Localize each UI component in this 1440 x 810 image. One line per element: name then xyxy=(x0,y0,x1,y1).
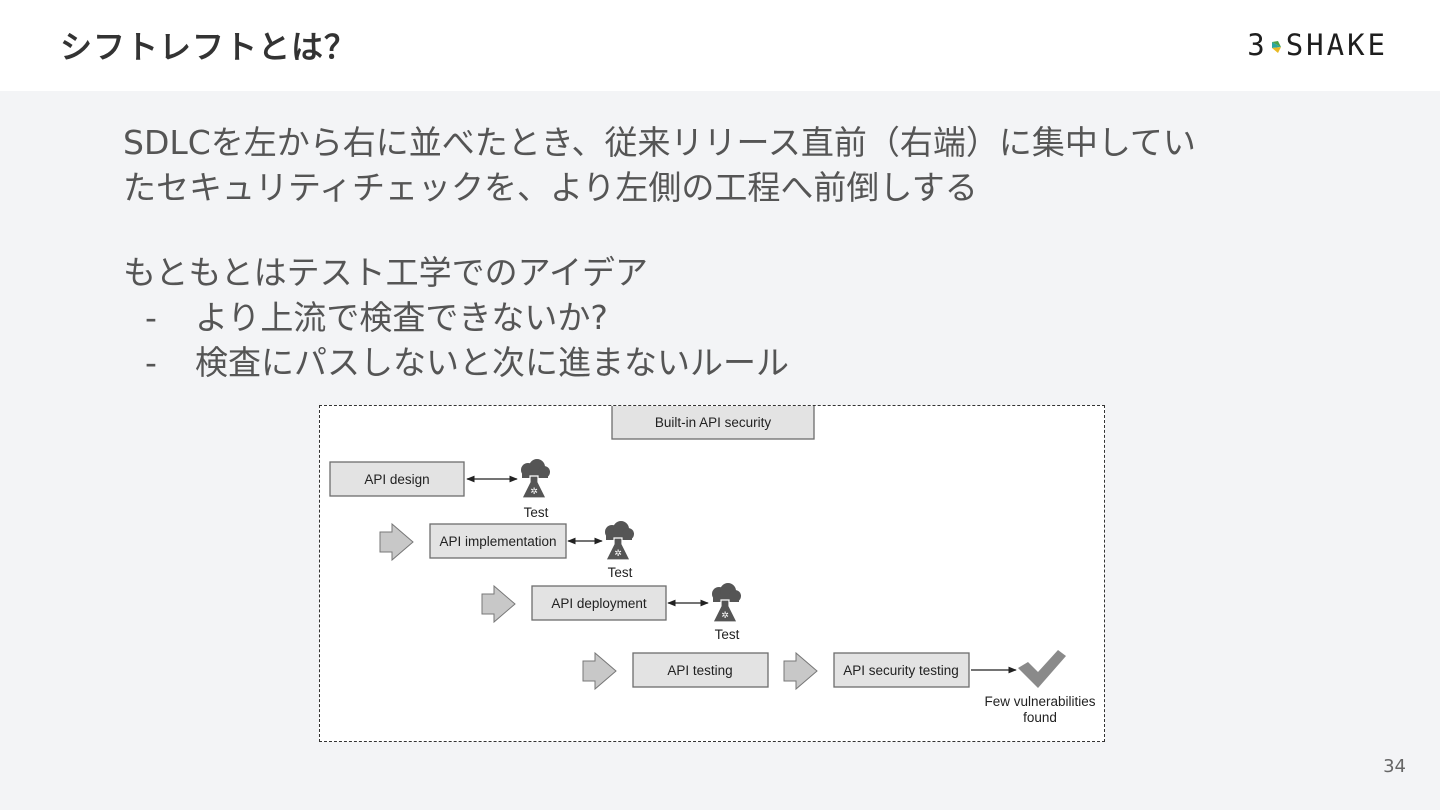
test-label: Test xyxy=(608,565,633,580)
page-number: 34 xyxy=(1383,756,1406,777)
bullet-text: より上流で検査できないか? xyxy=(195,298,608,337)
step-label: API security testing xyxy=(843,663,959,678)
result-line-1: Few vulnerabilities xyxy=(984,694,1095,709)
logo-number: 3 xyxy=(1247,28,1268,62)
slide-title: シフトレフトとは？ xyxy=(60,28,358,66)
step-api-testing: API testing xyxy=(632,652,769,688)
checkmark-icon xyxy=(1018,650,1066,688)
diagram-canvas: ✲ Built-in API security API design Test … xyxy=(329,406,1096,725)
slide-body: SDLCを左から右に並べたとき、従来リリース直前（右端）に集中してい たセキュリ… xyxy=(123,120,1343,385)
bullet-item: - 検査にパスしないと次に進まないルール xyxy=(123,340,1343,385)
test-label: Test xyxy=(524,505,549,520)
definition-line-1: SDLCを左から右に並べたとき、従来リリース直前（右端）に集中してい xyxy=(123,123,1196,162)
test-flask-icon xyxy=(604,520,635,561)
step-api-design: API design xyxy=(329,461,465,497)
logo-wordmark: SHAKE xyxy=(1285,28,1388,62)
test-label: Test xyxy=(715,627,740,642)
flow-arrow-icon xyxy=(379,522,414,562)
step-label: API deployment xyxy=(551,596,647,611)
test-flask-icon xyxy=(520,458,551,499)
bullet-dash: - xyxy=(145,298,157,337)
step-api-implementation: API implementation xyxy=(429,523,567,559)
slide-header: シフトレフトとは？ 3 SHAKE xyxy=(0,0,1440,91)
bullet-dash: - xyxy=(145,343,157,382)
flow-arrow-icon xyxy=(481,584,516,624)
shift-left-diagram: ✲ Built-in API security API design Test … xyxy=(319,405,1105,742)
built-in-security-label: Built-in API security xyxy=(655,415,772,430)
test-flask-icon xyxy=(711,582,742,623)
step-label: API testing xyxy=(667,663,732,678)
flow-arrow-icon xyxy=(783,651,818,691)
bullet-item: - より上流で検査できないか? xyxy=(123,295,1343,340)
definition-line-2: たセキュリティチェックを、より左側の工程へ前倒しする xyxy=(123,168,978,207)
company-logo: 3 SHAKE xyxy=(1247,28,1388,62)
step-label: API design xyxy=(364,472,429,487)
flow-arrow-icon xyxy=(582,651,617,691)
step-label: API implementation xyxy=(439,534,556,549)
logo-mark-icon xyxy=(1271,41,1281,53)
step-api-security-testing: API security testing xyxy=(833,652,970,688)
result-line-2: found xyxy=(1023,710,1057,725)
built-in-security-box: Built-in API security xyxy=(611,406,815,440)
step-api-deployment: API deployment xyxy=(531,585,667,621)
bullet-text: 検査にパスしないと次に進まないルール xyxy=(195,343,789,382)
origin-heading: もともとはテスト工学でのアイデア xyxy=(123,253,649,292)
